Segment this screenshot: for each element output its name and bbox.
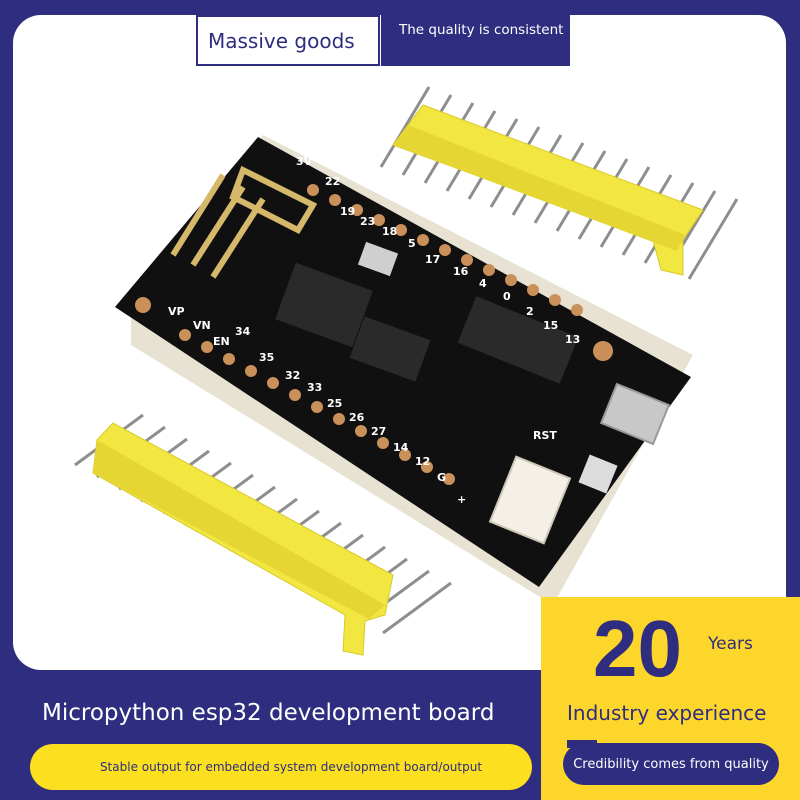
product-photo-panel: 3V 22 19 23 18 5 17 16 4 0 2 15 13 VP VN… [13, 15, 786, 670]
years-unit: Years [708, 634, 753, 654]
tagline-text: Credibility comes from quality [573, 756, 769, 772]
top-pin-header [379, 86, 739, 280]
silkscreen-label: 16 [453, 265, 469, 278]
experience-panel: 20 Years Industry experience Credibility… [541, 597, 800, 800]
silkscreen-label: 22 [325, 175, 340, 188]
pin-pads [135, 184, 613, 485]
silkscreen-label: 18 [382, 225, 397, 238]
silkscreen-label: VN [193, 319, 211, 332]
subtitle-text: Stable output for embedded system develo… [99, 760, 483, 774]
silkscreen-label: 19 [340, 205, 355, 218]
silkscreen-label: + [457, 493, 466, 506]
silkscreen-label: 2 [526, 305, 534, 318]
silkscreen-label: EN [213, 335, 230, 348]
silkscreen-label: 0 [503, 290, 511, 303]
silkscreen-label: 4 [479, 277, 487, 290]
bottom-pin-header [74, 413, 452, 656]
silkscreen-label: 15 [543, 319, 558, 332]
silkscreen-label: 33 [307, 381, 322, 394]
massive-goods-label: Massive goods [208, 28, 355, 53]
product-title: Micropython esp32 development board [42, 700, 495, 726]
tagline-pill: Credibility comes from quality [563, 743, 779, 785]
silkscreen-label: RST [533, 429, 557, 442]
quality-label: The quality is consistent [399, 22, 564, 38]
esp32-board-illustration: 3V 22 19 23 18 5 17 16 4 0 2 15 13 VP VN… [74, 86, 739, 656]
pcb-body [115, 135, 693, 605]
silkscreen-label: 13 [565, 333, 580, 346]
industry-experience-label: Industry experience [567, 701, 767, 725]
years-number: 20 [593, 604, 682, 693]
quality-badge: The quality is consistent [381, 15, 570, 66]
silkscreen-label: 32 [285, 369, 300, 382]
silkscreen-label: 35 [259, 351, 274, 364]
silkscreen-label: 34 [235, 325, 251, 338]
silkscreen-label: G [437, 471, 446, 484]
silkscreen-label: 3V [296, 155, 313, 168]
silkscreen-label: 17 [425, 253, 440, 266]
silkscreen-label: 5 [408, 237, 416, 250]
subtitle-pill: Stable output for embedded system develo… [30, 744, 532, 790]
silkscreen-label: 27 [371, 425, 386, 438]
massive-goods-badge: Massive goods [196, 15, 380, 66]
silkscreen-label: VP [168, 305, 185, 318]
silkscreen-label: 25 [327, 397, 342, 410]
silkscreen-label: 14 [393, 441, 409, 454]
silkscreen-label: 26 [349, 411, 365, 424]
silkscreen-label: 12 [415, 455, 430, 468]
silkscreen-label: 23 [360, 215, 375, 228]
silkscreen-labels: 3V 22 19 23 18 5 17 16 4 0 2 15 13 VP VN… [168, 155, 580, 506]
